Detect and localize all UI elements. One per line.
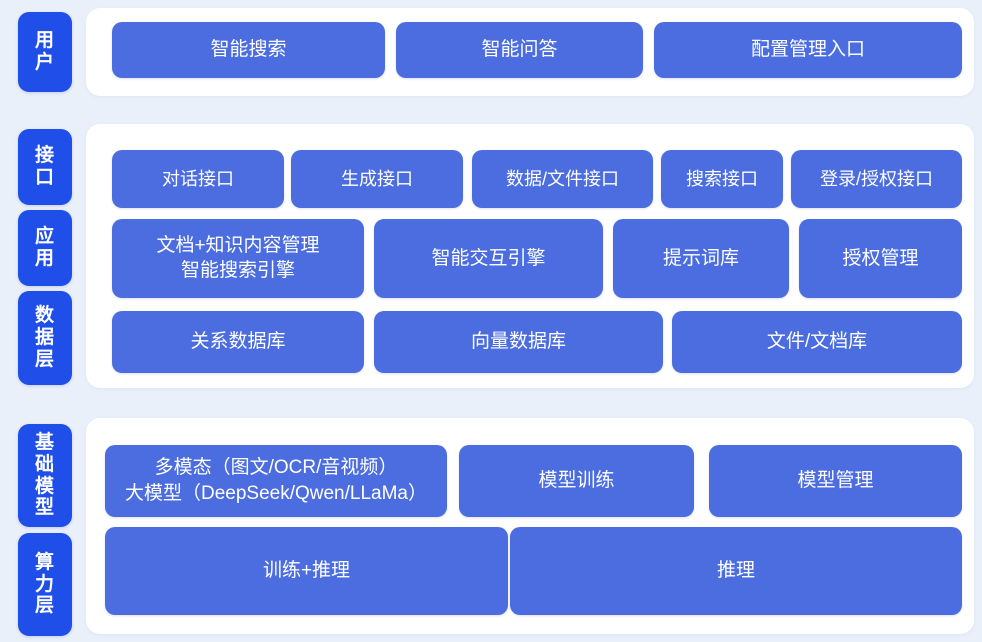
box-prompt-library[interactable]: 提示词库 — [613, 219, 789, 298]
side-tab-label-application: 应用 — [34, 226, 55, 269]
box-label: 文件/文档库 — [766, 331, 868, 353]
box-label: 智能搜索 — [210, 39, 287, 61]
box-label: 训练+推理 — [262, 560, 351, 582]
side-tab-label-compute: 算力层 — [34, 551, 55, 617]
box-relational-database[interactable]: 关系数据库 — [112, 311, 364, 373]
box-label: 智能问答 — [481, 39, 558, 61]
box-vector-database[interactable]: 向量数据库 — [374, 311, 663, 373]
box-label: 推理 — [716, 560, 755, 582]
side-tab-interface[interactable]: 接口 — [18, 129, 72, 205]
box-label: 多模态（图文/OCR/音视频） 大模型（DeepSeek/Qwen/LLaMa） — [124, 457, 427, 504]
box-intelligent-search[interactable]: 智能搜索 — [112, 22, 385, 78]
box-model-training[interactable]: 模型训练 — [459, 445, 694, 517]
box-data-file-api[interactable]: 数据/文件接口 — [472, 150, 653, 208]
box-dialog-api[interactable]: 对话接口 — [112, 150, 284, 208]
box-label: 配置管理入口 — [750, 39, 865, 61]
box-label: 模型训练 — [538, 470, 615, 492]
box-label: 登录/授权接口 — [819, 168, 933, 189]
box-authorization-management[interactable]: 授权管理 — [799, 219, 962, 298]
box-search-api[interactable]: 搜索接口 — [661, 150, 783, 208]
box-label: 关系数据库 — [190, 331, 286, 353]
box-config-management-entry[interactable]: 配置管理入口 — [654, 22, 962, 78]
box-generation-api[interactable]: 生成接口 — [291, 150, 463, 208]
box-label: 模型管理 — [797, 470, 874, 492]
side-tab-compute[interactable]: 算力层 — [18, 533, 72, 636]
box-label: 授权管理 — [842, 247, 919, 269]
box-label: 对话接口 — [162, 168, 234, 189]
box-label: 提示词库 — [662, 247, 739, 269]
side-tab-label-data: 数据层 — [34, 305, 55, 370]
side-tab-label-interface: 接口 — [34, 145, 55, 188]
box-label: 生成接口 — [341, 168, 413, 189]
box-intelligent-qa[interactable]: 智能问答 — [396, 22, 643, 78]
box-label: 文档+知识内容管理 智能搜索引擎 — [156, 234, 320, 281]
side-tab-user[interactable]: 用户 — [18, 12, 72, 92]
box-label: 搜索接口 — [686, 168, 758, 189]
side-tab-foundation-model[interactable]: 基础模型 — [18, 424, 72, 527]
box-interaction-engine[interactable]: 智能交互引擎 — [374, 219, 603, 298]
box-doc-knowledge-management[interactable]: 文档+知识内容管理 智能搜索引擎 — [112, 219, 364, 298]
side-tab-application[interactable]: 应用 — [18, 210, 72, 286]
box-label: 数据/文件接口 — [505, 168, 619, 189]
side-tab-data[interactable]: 数据层 — [18, 291, 72, 385]
side-tab-label-user: 用户 — [34, 30, 55, 73]
box-label: 智能交互引擎 — [431, 247, 546, 269]
box-multimodal-large-model[interactable]: 多模态（图文/OCR/音视频） 大模型（DeepSeek/Qwen/LLaMa） — [105, 445, 447, 517]
box-label: 向量数据库 — [470, 331, 566, 353]
side-tab-label-foundation-model: 基础模型 — [34, 431, 55, 519]
box-model-management[interactable]: 模型管理 — [709, 445, 962, 517]
box-login-auth-api[interactable]: 登录/授权接口 — [791, 150, 962, 208]
box-training-inference[interactable]: 训练+推理 — [105, 527, 508, 615]
box-file-document-store[interactable]: 文件/文档库 — [672, 311, 962, 373]
box-inference[interactable]: 推理 — [510, 527, 962, 615]
